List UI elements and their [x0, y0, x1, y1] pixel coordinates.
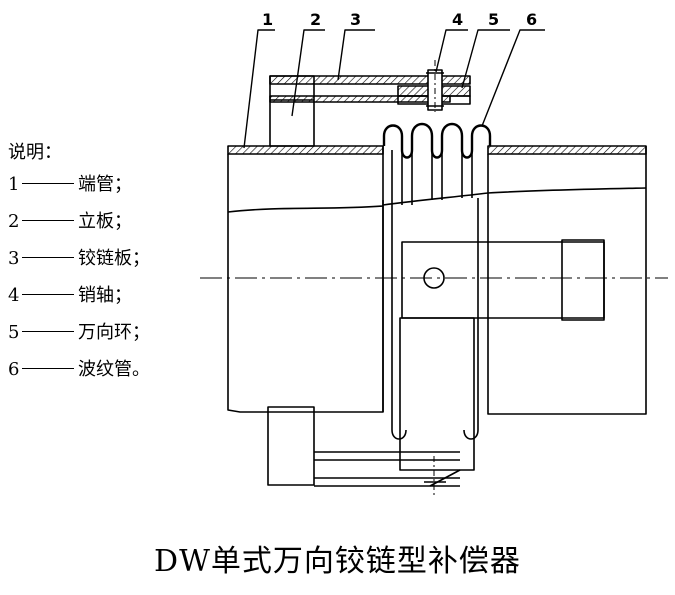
legend-item: 2 立板；: [8, 207, 150, 244]
lower-vertical-plate: [267, 406, 315, 486]
legend-dash: [22, 330, 74, 332]
legend-number: 4: [8, 285, 20, 306]
legend-item: 1 端管；: [8, 170, 150, 207]
legend-label: 万向环；: [78, 322, 150, 343]
legend-dash: [22, 367, 74, 369]
legend-number: 1: [8, 174, 20, 195]
callout-4: 4: [452, 10, 463, 29]
legend-dash: [22, 182, 74, 184]
legend-label: 立板；: [78, 211, 132, 232]
legend-label: 铰链板；: [78, 248, 150, 269]
hinge-plate: [269, 75, 471, 103]
legend-number: 2: [8, 211, 20, 232]
legend-dash: [22, 219, 74, 221]
legend-label: 端管；: [78, 174, 132, 195]
leader-lines: [243, 29, 545, 149]
callout-2: 2: [310, 10, 321, 29]
legend-number: 3: [8, 248, 20, 269]
callout-5: 5: [488, 10, 499, 29]
legend-item: 6 波纹管。: [8, 355, 150, 392]
legend-number: 6: [8, 359, 20, 380]
legend: 说明： 1 端管； 2 立板； 3 铰链板； 4 销轴； 5 万向环； 6 波纹管。: [8, 140, 150, 392]
middle-wave-line: [382, 192, 489, 206]
callout-1: 1: [262, 10, 273, 29]
legend-dash: [22, 293, 74, 295]
legend-item: 4 销轴；: [8, 281, 150, 318]
right-end-pipe: [487, 145, 647, 415]
pin-shaft: [426, 60, 444, 112]
legend-item: 3 铰链板；: [8, 244, 150, 281]
legend-number: 5: [8, 322, 20, 343]
figure-caption: DW单式万向铰链型补偿器: [154, 544, 521, 579]
callout-3: 3: [350, 10, 361, 29]
callout-6: 6: [526, 10, 537, 29]
bellows: [382, 122, 492, 440]
left-end-pipe: [227, 145, 384, 413]
legend-dash: [22, 256, 74, 258]
legend-label: 销轴；: [78, 285, 132, 306]
side-hinge-plate: [399, 239, 605, 471]
legend-label: 波纹管。: [78, 359, 150, 380]
lower-hinge-plate: [314, 451, 461, 496]
legend-title: 说明：: [8, 142, 62, 163]
legend-item: 5 万向环；: [8, 318, 150, 355]
